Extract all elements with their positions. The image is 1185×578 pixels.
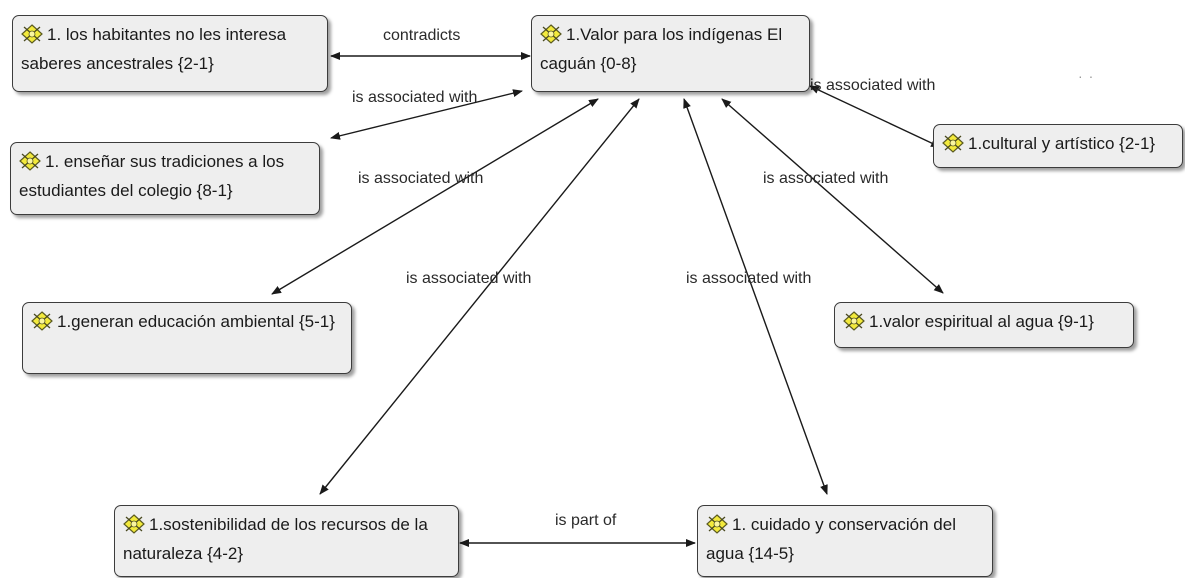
- code-quotation-icon: [540, 24, 562, 51]
- edge-label-contradicts: contradicts: [383, 27, 461, 44]
- edge-label-assoc-sostenibilidad: is associated with: [406, 270, 532, 287]
- edge-assoc-cultural: [809, 85, 941, 148]
- node-label: 1. los habitantes no les interesa sabere…: [21, 25, 287, 73]
- node-label: 1.valor espiritual al agua {9-1}: [869, 312, 1094, 331]
- code-quotation-icon: [19, 151, 41, 178]
- faint-dots: ··: [1078, 68, 1100, 84]
- node-educacion[interactable]: 1.generan educación ambiental {5-1}: [22, 302, 352, 374]
- node-label: 1.cultural y artístico {2-1}: [968, 134, 1156, 153]
- edge-label-part-of: is part of: [555, 512, 617, 529]
- node-habitantes[interactable]: 1. los habitantes no les interesa sabere…: [12, 15, 328, 92]
- node-cuidado[interactable]: 1. cuidado y conservación del agua {14-5…: [697, 505, 993, 577]
- code-quotation-icon: [123, 514, 145, 541]
- edge-label-assoc-cuidado: is associated with: [686, 270, 812, 287]
- edge-label-assoc-espiritual: is associated with: [763, 170, 889, 187]
- node-label: 1.sostenibilidad de los recursos de la n…: [123, 515, 428, 563]
- node-cultural[interactable]: 1.cultural y artístico {2-1}: [933, 124, 1183, 168]
- edge-assoc-educacion: [271, 98, 599, 295]
- edge-assoc-espiritual: [721, 98, 944, 294]
- node-sostenibilidad[interactable]: 1.sostenibilidad de los recursos de la n…: [114, 505, 459, 577]
- node-label: 1.Valor para los indígenas El caguán {0-…: [540, 25, 783, 73]
- edge-label-assoc-cultural: is associated with: [810, 77, 936, 94]
- code-quotation-icon: [31, 311, 53, 338]
- node-ensenar[interactable]: 1. enseñar sus tradiciones a los estudia…: [10, 142, 320, 215]
- edge-label-assoc-educacion: is associated with: [358, 170, 484, 187]
- node-label: 1. cuidado y conservación del agua {14-5…: [706, 515, 956, 563]
- code-quotation-icon: [942, 133, 964, 160]
- node-espiritual[interactable]: 1.valor espiritual al agua {9-1}: [834, 302, 1134, 348]
- edge-label-assoc-ensenar: is associated with: [352, 89, 478, 106]
- code-quotation-icon: [843, 311, 865, 338]
- code-quotation-icon: [21, 24, 43, 51]
- node-label: 1. enseñar sus tradiciones a los estudia…: [19, 152, 285, 200]
- code-quotation-icon: [706, 514, 728, 541]
- node-central[interactable]: 1.Valor para los indígenas El caguán {0-…: [531, 15, 810, 92]
- edge-assoc-sostenibilidad: [319, 98, 640, 495]
- node-label: 1.generan educación ambiental {5-1}: [57, 312, 335, 331]
- edge-assoc-cuidado: [683, 98, 828, 495]
